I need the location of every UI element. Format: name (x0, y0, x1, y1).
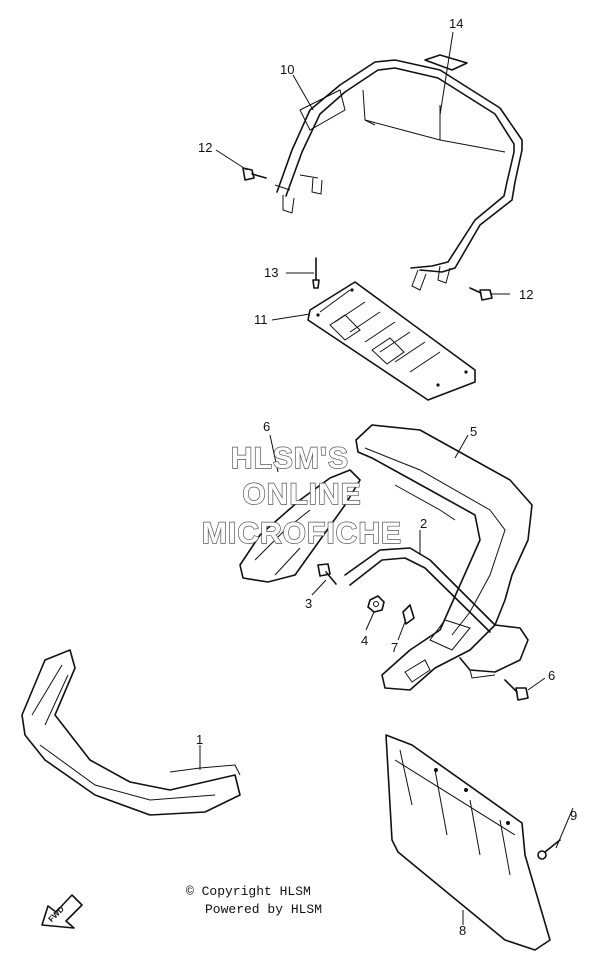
bracket-part-6-left (239, 469, 361, 583)
callout-12-right: 12 (519, 287, 533, 302)
callout-3: 3 (305, 596, 312, 611)
watermark-line-1: HLSM'S (231, 442, 349, 475)
fwd-arrow-icon: FWD (41, 894, 83, 929)
leader-lines (199, 31, 574, 925)
callout-6-top: 6 (263, 419, 270, 434)
callout-10: 10 (280, 62, 294, 77)
bumper-part-1 (21, 649, 241, 816)
callout-14: 14 (449, 16, 463, 31)
callout-4: 4 (361, 633, 368, 648)
copyright-text: © Copyright HLSM (186, 884, 311, 899)
callout-1: 1 (196, 732, 203, 747)
callout-labels: 14 10 12 12 13 11 6 5 2 3 4 7 6 1 9 8 (196, 16, 577, 938)
callout-8: 8 (459, 923, 466, 938)
callout-9: 9 (570, 808, 577, 823)
powered-by-text: Powered by HLSM (205, 902, 323, 917)
callout-12-left: 12 (198, 140, 212, 155)
label-part-14 (424, 54, 468, 71)
watermark-line-3: MICROFICHE (202, 517, 402, 550)
rivet-part-9 (537, 839, 561, 860)
clip-part-7 (402, 604, 415, 625)
nut-part-4 (367, 595, 385, 613)
pin-part-13 (312, 257, 320, 289)
bolt-part-12-right (469, 287, 493, 301)
brace-part-2 (344, 547, 529, 679)
watermark-line-2: ONLINE (242, 478, 361, 511)
callout-2: 2 (420, 516, 427, 531)
guard-part-5 (355, 424, 533, 691)
callout-11: 11 (254, 312, 268, 327)
watermark: HLSM'S ONLINE MICROFICHE (201, 441, 402, 550)
rack-frame-part-10 (274, 59, 523, 291)
bolt-part-3 (317, 563, 337, 585)
bolt-part-6-right (504, 679, 529, 701)
callout-5: 5 (470, 424, 477, 439)
callout-13: 13 (264, 265, 278, 280)
bolt-part-12-left (242, 167, 267, 181)
callout-6-right: 6 (548, 668, 555, 683)
flap-part-8 (385, 734, 551, 951)
plate-part-11 (307, 281, 476, 401)
callout-7: 7 (391, 640, 398, 655)
